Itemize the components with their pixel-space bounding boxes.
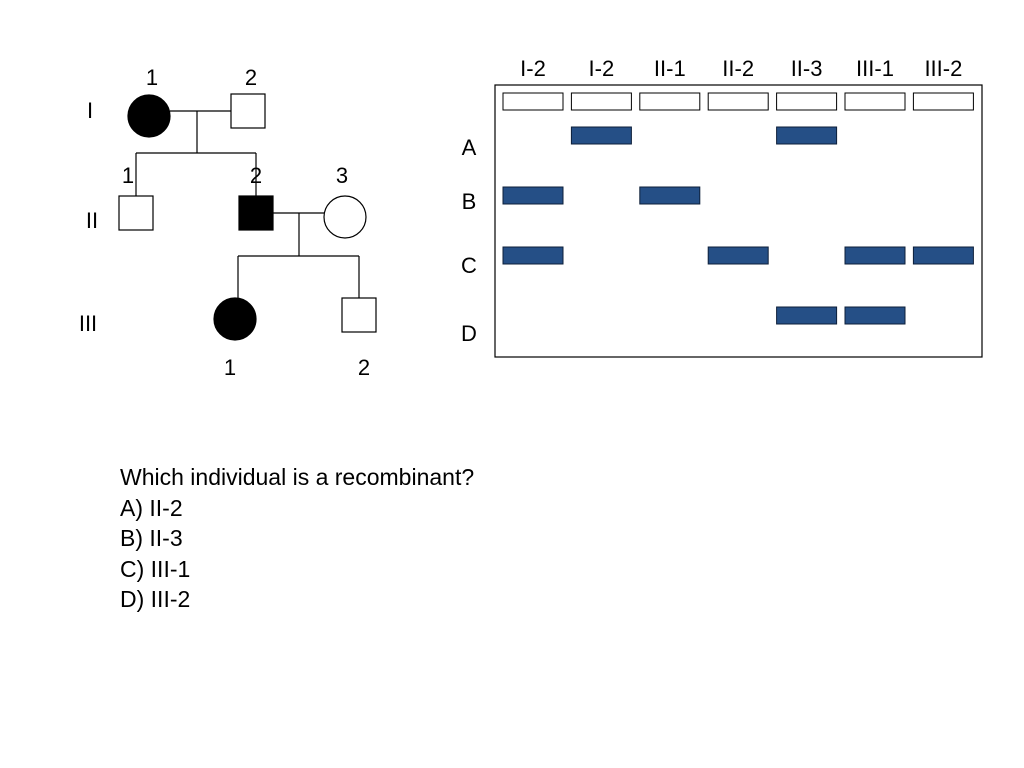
gel: I-2 I-2 II-1 II-2 II-3 III-1 III-2 A B C D (461, 56, 983, 358)
band-lane-3-row-b (639, 186, 701, 205)
well-lane-4 (707, 92, 769, 111)
band-lane-5-row-a (776, 126, 838, 145)
number-i-2: 2 (245, 65, 257, 90)
well-lane-5 (776, 92, 838, 111)
well-lane-1 (502, 92, 564, 111)
option-a: A) II-2 (120, 494, 183, 521)
individual-iii-1-affected-female (213, 297, 257, 341)
row-label-d: D (461, 321, 477, 346)
individual-ii-1-unaffected-male (118, 195, 154, 231)
number-ii-2: 2 (250, 163, 262, 188)
band-lane-6-row-d (844, 306, 906, 325)
lane-label-ii-2-4: II-2 (722, 56, 754, 81)
row-labels: A B C D (461, 135, 477, 346)
question-prompt: Which individual is a recombinant? (120, 464, 475, 490)
band-lane-6-row-c (844, 246, 906, 265)
lane-label-ii-1-3: II-1 (654, 56, 686, 81)
generation-label-1: I (87, 98, 93, 123)
row-label-b: B (462, 189, 477, 214)
band-lane-4-row-c (707, 246, 769, 265)
band-lane-7-row-c (912, 246, 974, 265)
option-c: C) III-1 (120, 555, 191, 582)
number-ii-3: 3 (336, 163, 348, 188)
generation-label-2: II (86, 208, 98, 233)
pedigree (118, 93, 377, 341)
option-d: D) III-2 (120, 586, 191, 612)
wells (502, 92, 974, 111)
band-lane-2-row-a (570, 126, 632, 145)
well-lane-7 (912, 92, 974, 111)
generation-label-3: III (79, 311, 97, 336)
individual-i-1-affected-female (127, 94, 171, 138)
option-b: B) II-3 (120, 525, 183, 551)
lane-labels: I-2 I-2 II-1 II-2 II-3 III-1 III-2 (520, 56, 962, 81)
lane-label-iii-1-6: III-1 (856, 56, 894, 81)
number-iii-1: 1 (224, 355, 236, 380)
band-lane-5-row-d (776, 306, 838, 325)
well-lane-2 (570, 92, 632, 111)
individual-numbers: 1 2 1 2 3 1 2 (122, 65, 370, 380)
number-i-1: 1 (146, 65, 158, 90)
lane-label-i-2-2: I-2 (589, 56, 615, 81)
individual-iii-2-unaffected-male (341, 297, 377, 333)
bands (502, 126, 974, 325)
number-ii-1: 1 (122, 163, 134, 188)
question-block: Which individual is a recombinant? A) II… (120, 462, 474, 615)
band-lane-1-row-c (502, 246, 564, 265)
individual-ii-2-affected-male (238, 195, 274, 231)
well-lane-3 (639, 92, 701, 111)
lane-label-ii-3-5: II-3 (791, 56, 823, 81)
individual-i-2-unaffected-male (230, 93, 266, 129)
gel-frame (494, 84, 983, 358)
row-label-c: C (461, 253, 477, 278)
band-lane-1-row-b (502, 186, 564, 205)
number-iii-2: 2 (358, 355, 370, 380)
lane-label-i-2-1: I-2 (520, 56, 546, 81)
row-label-a: A (462, 135, 477, 160)
generation-labels: I II III (79, 98, 98, 336)
lane-label-iii-2-7: III-2 (924, 56, 962, 81)
individual-ii-3-unaffected-female (323, 195, 367, 239)
well-lane-6 (844, 92, 906, 111)
